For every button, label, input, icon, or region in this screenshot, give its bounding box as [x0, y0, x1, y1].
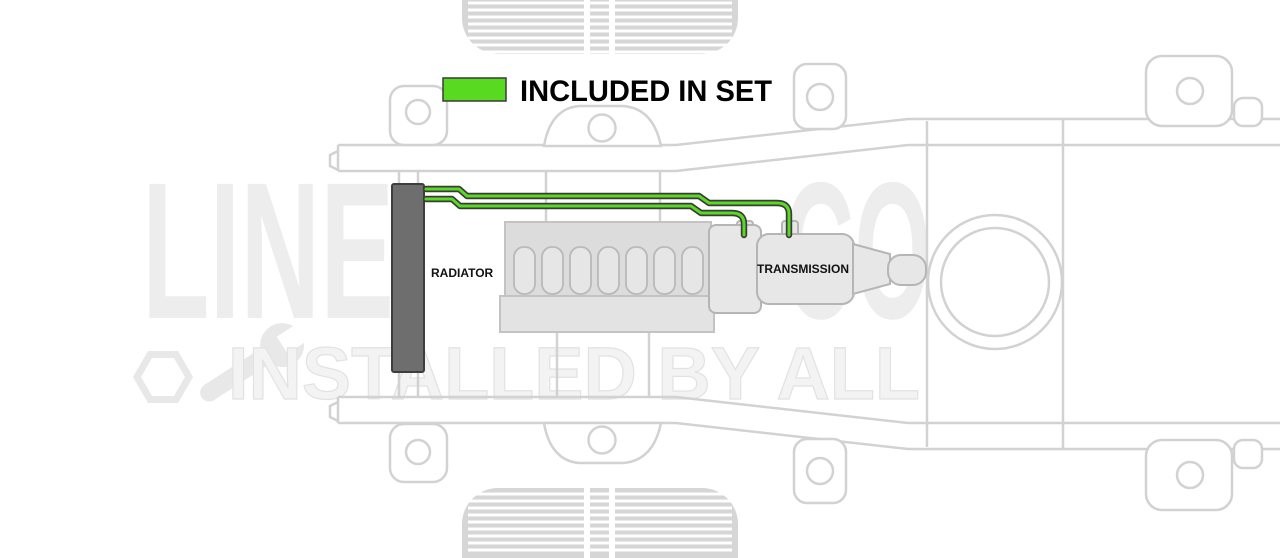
radiator-block: [391, 183, 425, 373]
legend-label: INCLUDED IN SET: [520, 75, 772, 108]
transmission-label: TRANSMISSION: [757, 262, 849, 276]
crossmember-arch-bottom: [542, 421, 663, 465]
engine-flange: [499, 295, 715, 333]
transmission-tail: [887, 254, 927, 286]
watermark: LINE CO INSTALLED BY ALL: [132, 142, 931, 416]
transmission-bell: [708, 224, 762, 314]
arch-hole-bottom: [587, 425, 617, 455]
tire-top: [462, 0, 738, 54]
transmission: [708, 220, 927, 314]
mid-bracket-top: [792, 62, 848, 131]
engine-rib: [541, 246, 564, 295]
rear-bracket-top: [1144, 54, 1264, 128]
legend: INCLUDED IN SET: [442, 75, 772, 108]
front-bracket-bottom: [388, 422, 449, 484]
rear-bracket-bottom: [1144, 438, 1264, 512]
cooler-lines-green: [424, 187, 791, 237]
engine-rib: [597, 246, 620, 295]
engine-rib: [681, 246, 704, 295]
wrench-icon: [200, 319, 315, 402]
frame-rail-top: [336, 117, 1280, 173]
mid-bracket-bottom: [792, 437, 848, 505]
arch-hole-top: [587, 113, 617, 143]
frame-tip-details: [328, 149, 339, 423]
axle-hub-outer: [926, 213, 1064, 351]
tire-top-grooves: [584, 0, 615, 54]
watermark-text-left: LINE: [142, 142, 394, 360]
engine-rib: [513, 246, 536, 295]
engine-rib: [569, 246, 592, 295]
tire-bottom: [462, 488, 738, 558]
radiator-supports: [397, 171, 420, 397]
engine-rib: [653, 246, 676, 295]
legend-swatch: [442, 77, 507, 102]
front-bracket-top: [388, 84, 449, 147]
engine-rib: [625, 246, 648, 295]
crossmember-arch-top: [542, 104, 663, 148]
frame-rail-bottom: [336, 395, 1280, 451]
axle-hub-inner: [939, 226, 1051, 338]
tire-bottom-tread: [468, 492, 732, 552]
radiator-label: RADIATOR: [431, 266, 494, 280]
tire-bottom-grooves: [584, 488, 615, 558]
engine-block: [499, 221, 715, 333]
watermark-tagline: INSTALLED BY ALL: [228, 332, 920, 415]
hex-nut-icon: [132, 351, 194, 403]
chassis: [328, 0, 1280, 558]
transmission-cone: [852, 242, 891, 296]
tire-top-tread: [468, 1, 732, 54]
